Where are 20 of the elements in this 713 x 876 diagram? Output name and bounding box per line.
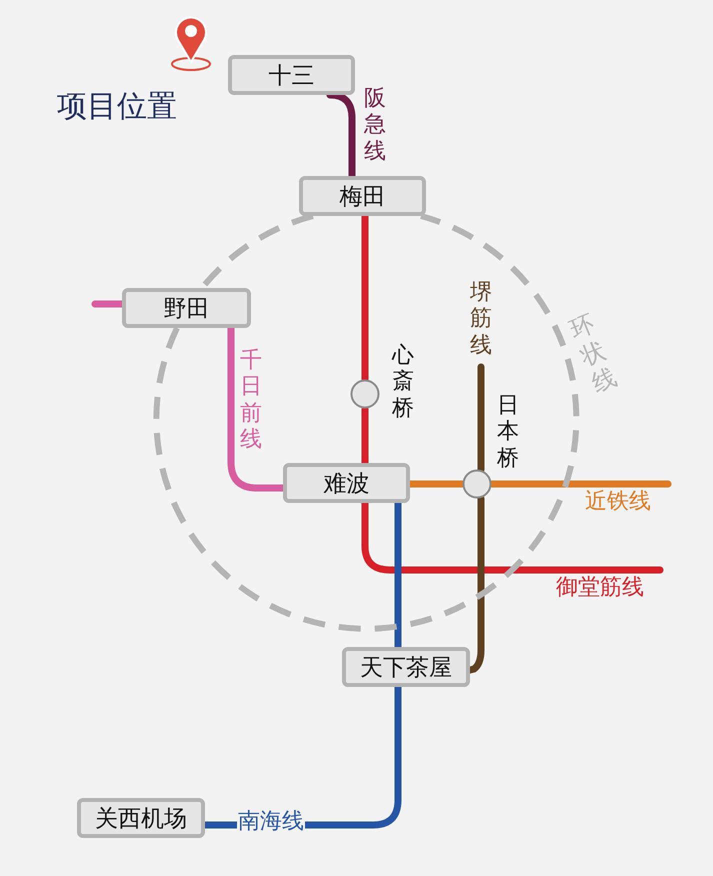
station-box: 野田: [122, 288, 251, 328]
rail-line: [488, 480, 672, 488]
rail-line: [478, 364, 484, 473]
line-name: 阪急线: [364, 86, 387, 166]
ring-line: [154, 213, 580, 632]
station-box: 难波: [283, 463, 410, 503]
location-label: 项目位置: [57, 90, 177, 123]
line-name: 御堂筋线: [556, 576, 644, 600]
station-box: 关西机场: [77, 798, 205, 838]
station-box: 十三: [228, 55, 355, 95]
station-box: 梅田: [299, 176, 426, 216]
line-name: 堺筋线: [470, 280, 493, 360]
station-name: 心斎桥: [392, 343, 415, 422]
station-box: 天下茶屋: [342, 647, 470, 687]
line-name: 环状线: [566, 308, 622, 398]
station-circle: [350, 379, 380, 409]
line-name: 千日前线: [240, 348, 263, 454]
line-name: 近铁线: [585, 490, 651, 514]
station-circle: [462, 469, 492, 499]
station-name: 日本桥: [497, 393, 520, 472]
